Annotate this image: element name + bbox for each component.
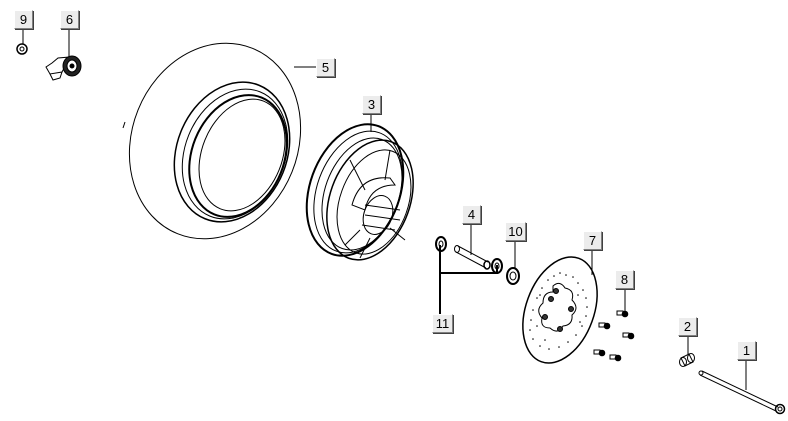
oil-seal-icon [506, 267, 520, 285]
callout-2[interactable]: 2 [678, 317, 697, 336]
bearing-icon [435, 236, 503, 274]
callout-10[interactable]: 10 [505, 222, 526, 241]
spacer-icon [679, 353, 695, 367]
callout-1[interactable]: 1 [737, 341, 756, 360]
tire-icon [122, 42, 302, 240]
nut-icon [16, 43, 28, 55]
callout-5[interactable]: 5 [316, 58, 335, 77]
callout-4[interactable]: 4 [462, 205, 481, 224]
wheel-rim-icon [305, 123, 414, 261]
axle-icon [698, 370, 786, 415]
spacer-tube-icon [454, 245, 491, 270]
callout-8[interactable]: 8 [615, 270, 634, 289]
brake-disc-icon [522, 256, 598, 364]
speedometer-drive-icon [45, 55, 82, 81]
callout-3[interactable]: 3 [362, 95, 381, 114]
callout-11[interactable]: 11 [432, 314, 453, 333]
callout-9[interactable]: 9 [14, 10, 33, 29]
bolt-icon [593, 310, 635, 362]
callout-7[interactable]: 7 [583, 231, 602, 250]
callout-6[interactable]: 6 [60, 10, 79, 29]
